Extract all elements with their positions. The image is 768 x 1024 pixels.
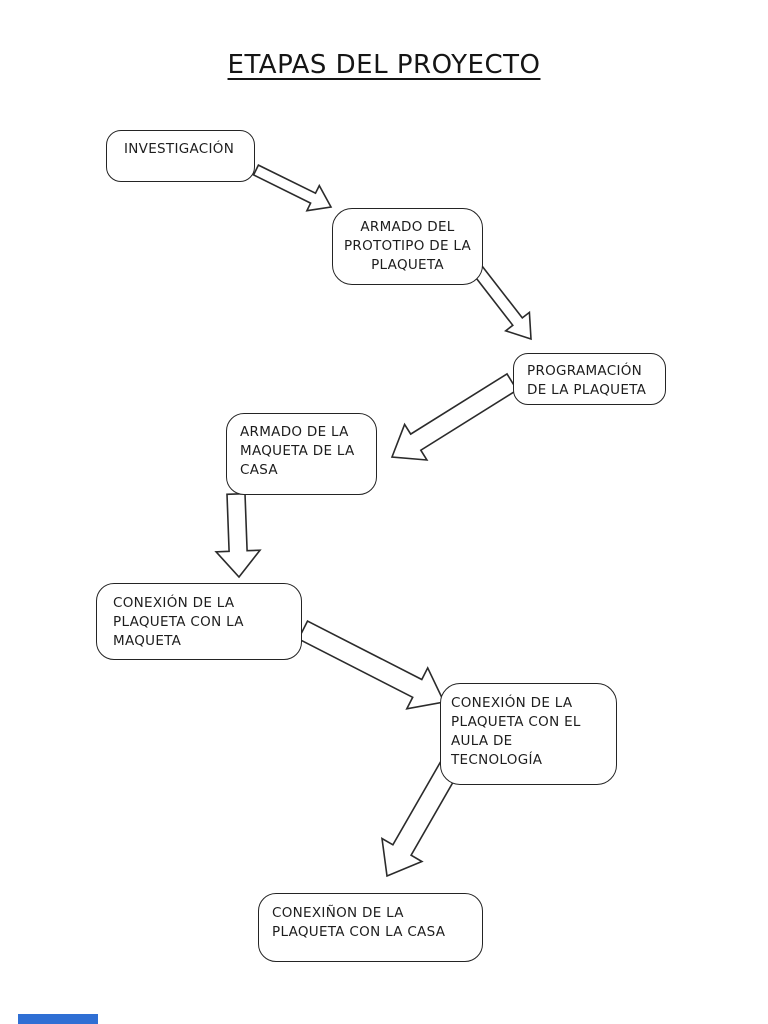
page-title: ETAPAS DEL PROYECTO (227, 50, 541, 80)
arrow-investigacion-to-armado-prototipo (252, 164, 333, 212)
page-progress-bar[interactable] (18, 1014, 98, 1024)
arrow-armado-maqueta-to-conexion-maqueta (214, 492, 262, 579)
node-programacion: PROGRAMACIÓN DE LA PLAQUETA (513, 353, 666, 405)
node-investigacion: INVESTIGACIÓN (106, 130, 255, 182)
node-armado-maqueta: ARMADO DE LA MAQUETA DE LA CASA (226, 413, 377, 495)
arrow-programacion-to-armado-maqueta (390, 372, 519, 461)
node-conexion-aula: CONEXIÓN DE LA PLAQUETA CON EL AULA DE T… (440, 683, 617, 785)
arrow-conexion-maqueta-to-conexion-aula (297, 620, 446, 710)
node-armado-prototipo: ARMADO DEL PROTOTIPO DE LA PLAQUETA (332, 208, 483, 285)
node-conexion-maqueta: CONEXIÓN DE LA PLAQUETA CON LA MAQUETA (96, 583, 302, 660)
node-conexion-casa: CONEXIÑON DE LA PLAQUETA CON LA CASA (258, 893, 483, 962)
